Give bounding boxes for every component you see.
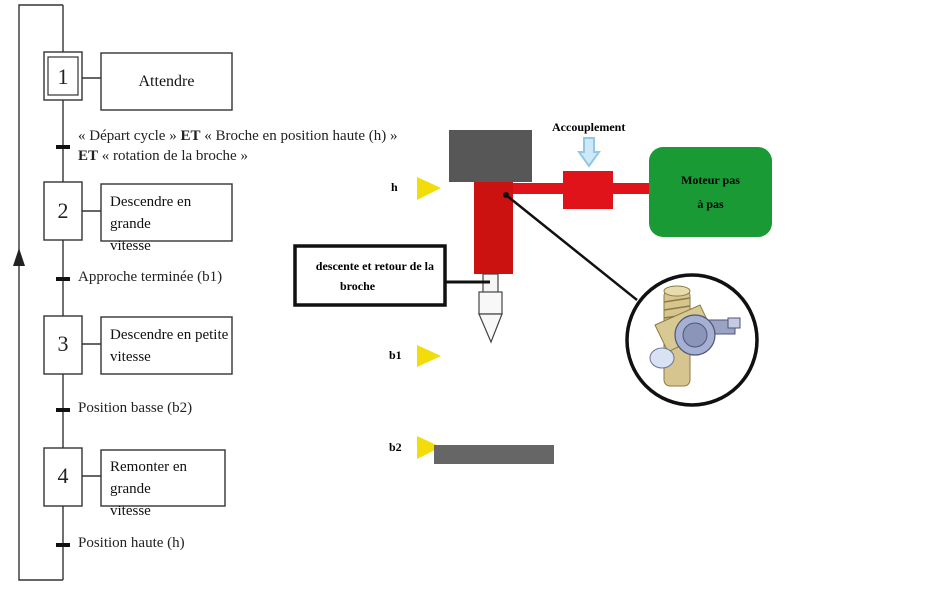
step-1-number: 1 — [58, 64, 69, 89]
sensor-b1-label: b1 — [389, 348, 402, 362]
low-position-table — [434, 445, 554, 464]
step-1-inner-box — [47, 56, 79, 96]
t1-part2: « Broche en position haute (h) » — [200, 128, 398, 144]
t1-part3: « rotation de la broche » — [98, 148, 248, 164]
t1-part1: « Départ cycle » — [78, 128, 181, 144]
shaft-left — [513, 183, 565, 194]
descente-box — [293, 244, 447, 307]
sensor-h-label: h — [391, 180, 398, 194]
step-4-action: Remonter en grande vitesse — [110, 456, 225, 522]
sensor-b1-icon — [417, 345, 441, 367]
tool-tip — [478, 313, 503, 344]
step-3-box — [43, 315, 83, 375]
step-1-action: Attendre — [138, 72, 195, 90]
step-1-box — [43, 51, 83, 101]
sensor-b2-icon — [417, 436, 441, 459]
step-1-action-box — [100, 52, 233, 111]
descente-label-line2: broche — [340, 279, 376, 293]
motor-label-line1: Moteur pas — [681, 173, 740, 187]
step-2-action-line1: Descendre en grande — [110, 194, 192, 232]
grafcet-loop-line — [18, 4, 63, 581]
step-3-action: Descendre en petite vitesse — [110, 324, 230, 368]
step-4-number: 4 — [58, 463, 69, 488]
step-4-action-box — [100, 449, 226, 507]
transition-3-condition: Position basse (b2) — [78, 400, 193, 416]
step-2-number: 2 — [58, 198, 69, 223]
sensor-b2-label: b2 — [389, 440, 402, 454]
motor-label: Moteur pas à pas — [649, 168, 772, 216]
step-3-action-line2: vitesse — [110, 349, 151, 365]
step-4-action-line2: vitesse — [110, 503, 151, 519]
motor-label-line2: à pas — [697, 197, 724, 211]
sensor-h-icon — [417, 177, 441, 200]
step-2-action: Descendre en grande vitesse — [110, 191, 230, 257]
t1-et2: ET — [78, 148, 99, 164]
zoom-callout-line — [505, 194, 638, 301]
accouplement-label: Accouplement — [552, 120, 626, 134]
loop-arrow-icon — [13, 248, 25, 266]
step-2-action-box — [100, 183, 233, 242]
stepper-motor — [649, 147, 772, 237]
step-3-action-line1: Descendre en petite — [110, 327, 229, 343]
shaft-right — [613, 183, 651, 194]
transition-2-condition: Approche terminée (b1) — [78, 269, 223, 285]
rack-pinion-icon — [649, 285, 741, 387]
t1-et1: ET — [180, 128, 201, 144]
descente-label-line1: descente et retour de la — [315, 259, 434, 273]
step-3-number: 3 — [58, 331, 69, 356]
tool-body — [478, 291, 503, 315]
step-2-action-line2: vitesse — [110, 238, 151, 254]
step-4-action-line1: Remonter en grande — [110, 459, 188, 497]
transition-1-condition: « Départ cycle » ET « Broche en position… — [78, 126, 398, 166]
coupling-block — [563, 171, 613, 209]
tool-holder — [482, 273, 499, 295]
step-4-box — [43, 447, 83, 507]
descente-label: descente et retour de la broche — [300, 256, 440, 296]
carriage-block — [449, 130, 532, 182]
step-3-action-box — [100, 316, 233, 375]
accouplement-arrow-icon — [577, 137, 601, 168]
step-2-box — [43, 181, 83, 241]
transition-4-condition: Position haute (h) — [78, 535, 185, 551]
